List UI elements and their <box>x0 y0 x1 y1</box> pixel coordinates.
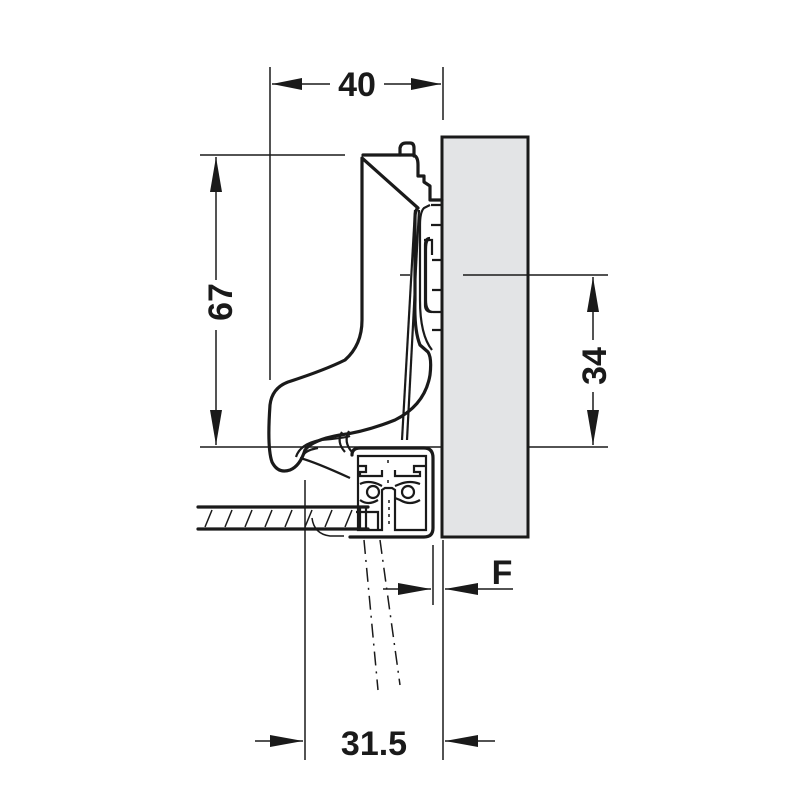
aluminium-frame-profile <box>348 446 435 539</box>
hinge-arm <box>267 141 444 480</box>
cabinet-side-panel <box>440 135 530 539</box>
dimension-right-height: 34 <box>400 274 614 448</box>
dimension-overlay-f: F <box>383 540 513 760</box>
dimension-bottom-width: 31.5 <box>255 480 495 763</box>
dimension-left-height: 67 <box>200 154 443 448</box>
dimension-top-width: 40 <box>269 66 444 380</box>
dimension-label-31-5: 31.5 <box>341 725 407 763</box>
door-panel <box>196 505 380 537</box>
dimension-label-34: 34 <box>576 347 614 385</box>
door-opening-path <box>363 539 401 691</box>
dimension-label-f: F <box>492 554 513 592</box>
dimension-label-40: 40 <box>338 66 376 104</box>
dimension-label-67: 67 <box>202 283 240 321</box>
